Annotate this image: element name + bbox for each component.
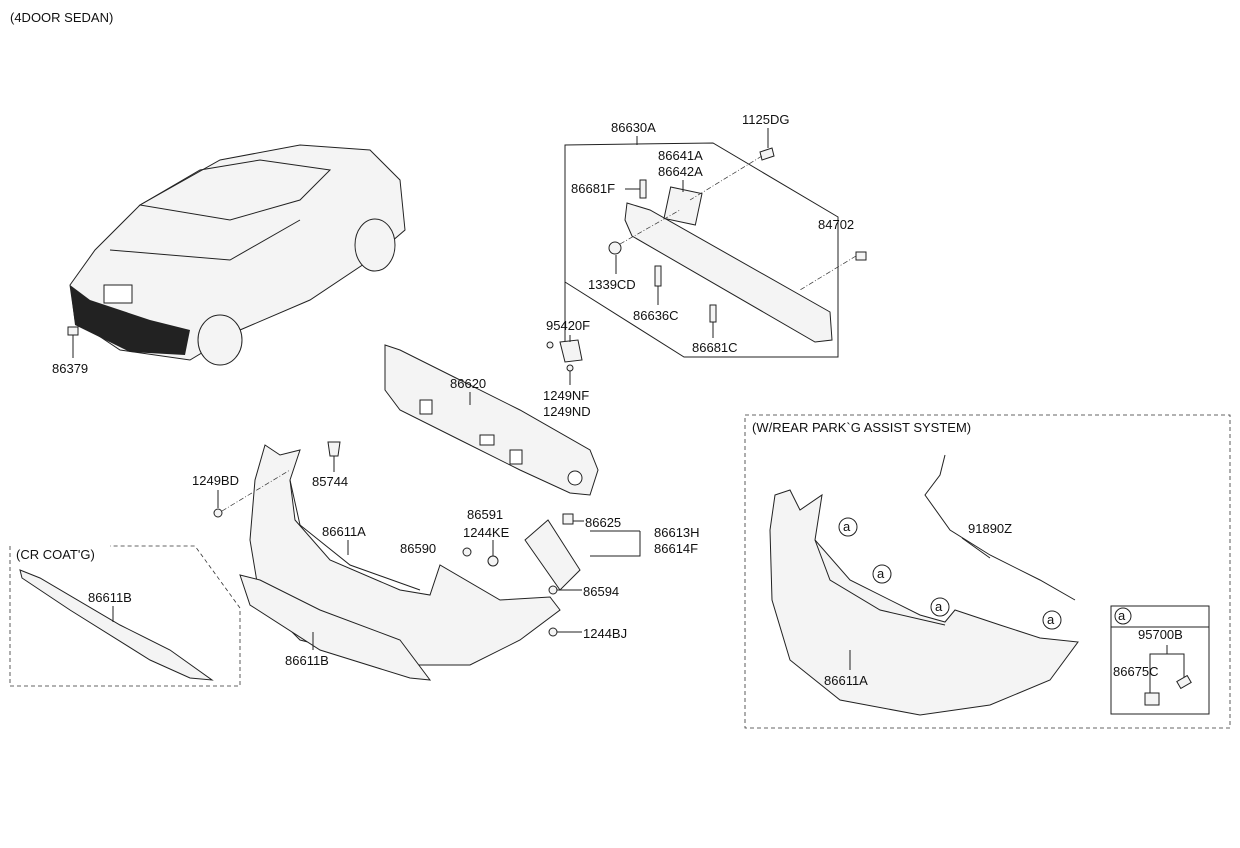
- label-86675C: 86675C: [1113, 664, 1159, 679]
- label-86590: 86590: [400, 541, 436, 556]
- fasteners: [213, 441, 641, 637]
- energy-absorber: [384, 344, 599, 496]
- cr-coat-label-86611B: 86611B: [88, 590, 132, 605]
- park-assist-inset: [744, 414, 1231, 729]
- label-95420F: 95420F: [546, 318, 590, 333]
- label-86613H: 86613H: [654, 525, 700, 540]
- sensor-ref-a: a: [877, 566, 885, 581]
- park-assist-title: (W/REAR PARK`G ASSIST SYSTEM): [752, 420, 971, 435]
- label-86379: 86379: [52, 361, 88, 376]
- label-86614F: 86614F: [654, 541, 698, 556]
- sensor-ref-a: a: [1047, 612, 1055, 627]
- label-86591: 86591: [467, 507, 503, 522]
- label-86611A: 86611A: [322, 524, 366, 539]
- label-86630A: 86630A: [611, 120, 656, 135]
- label-1244KE: 1244KE: [463, 525, 510, 540]
- car-illustration: [67, 144, 406, 366]
- bumper-beam-assembly: [564, 128, 867, 361]
- sensor-ref-markers: a a a a: [838, 517, 1062, 630]
- bracket-95420F: [546, 335, 583, 385]
- label-1244BJ: 1244BJ: [583, 626, 627, 641]
- label-86681F: 86681F: [571, 181, 615, 196]
- label-86636C: 86636C: [633, 308, 679, 323]
- diagram-title: (4DOOR SEDAN): [10, 10, 113, 25]
- cr-coat-title: (CR COAT'G): [16, 547, 95, 562]
- bumper-cover-86611A: [239, 444, 561, 681]
- sensor-detail-box: [1110, 605, 1210, 715]
- label-91890Z: 91890Z: [968, 521, 1012, 536]
- label-1249BD: 1249BD: [192, 473, 239, 488]
- label-1125DG: 1125DG: [742, 112, 789, 127]
- label-86625: 86625: [585, 515, 621, 530]
- label-86641A: 86641A: [658, 148, 703, 163]
- label-86594: 86594: [583, 584, 619, 599]
- label-86611B: 86611B: [285, 653, 329, 668]
- label-1249NF: 1249NF: [543, 388, 589, 403]
- label-86681C: 86681C: [692, 340, 738, 355]
- detail-ref-a: a: [1118, 608, 1126, 623]
- label-95700B: 95700B: [1138, 627, 1183, 642]
- sensor-ref-a: a: [935, 599, 943, 614]
- label-85744: 85744: [312, 474, 348, 489]
- label-1339CD: 1339CD: [588, 277, 636, 292]
- sensor-ref-a: a: [843, 519, 851, 534]
- label-86620: 86620: [450, 376, 486, 391]
- label-1249ND: 1249ND: [543, 404, 591, 419]
- label-86642A: 86642A: [658, 164, 703, 179]
- label-84702: 84702: [818, 217, 854, 232]
- park-assist-label-86611A: 86611A: [824, 673, 868, 688]
- cr-coat-inset: [9, 545, 241, 687]
